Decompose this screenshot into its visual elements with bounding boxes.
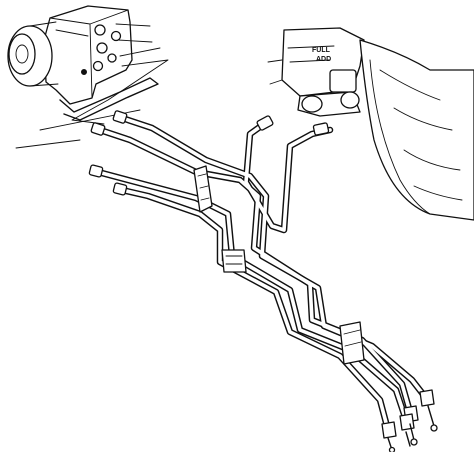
retaining-clips <box>193 165 365 365</box>
wheel-line-fittings <box>381 389 438 452</box>
reservoir-full-label: FULL <box>312 47 331 54</box>
master-cylinder-fittings <box>256 115 330 136</box>
abs-modulator <box>7 5 169 149</box>
abs-tube-fittings <box>88 110 128 196</box>
brake-booster <box>359 39 474 221</box>
brake-line-bundle <box>94 114 430 434</box>
reservoir-add-label: ADD <box>316 56 331 63</box>
master-cylinder: FULL ADD <box>267 27 365 117</box>
